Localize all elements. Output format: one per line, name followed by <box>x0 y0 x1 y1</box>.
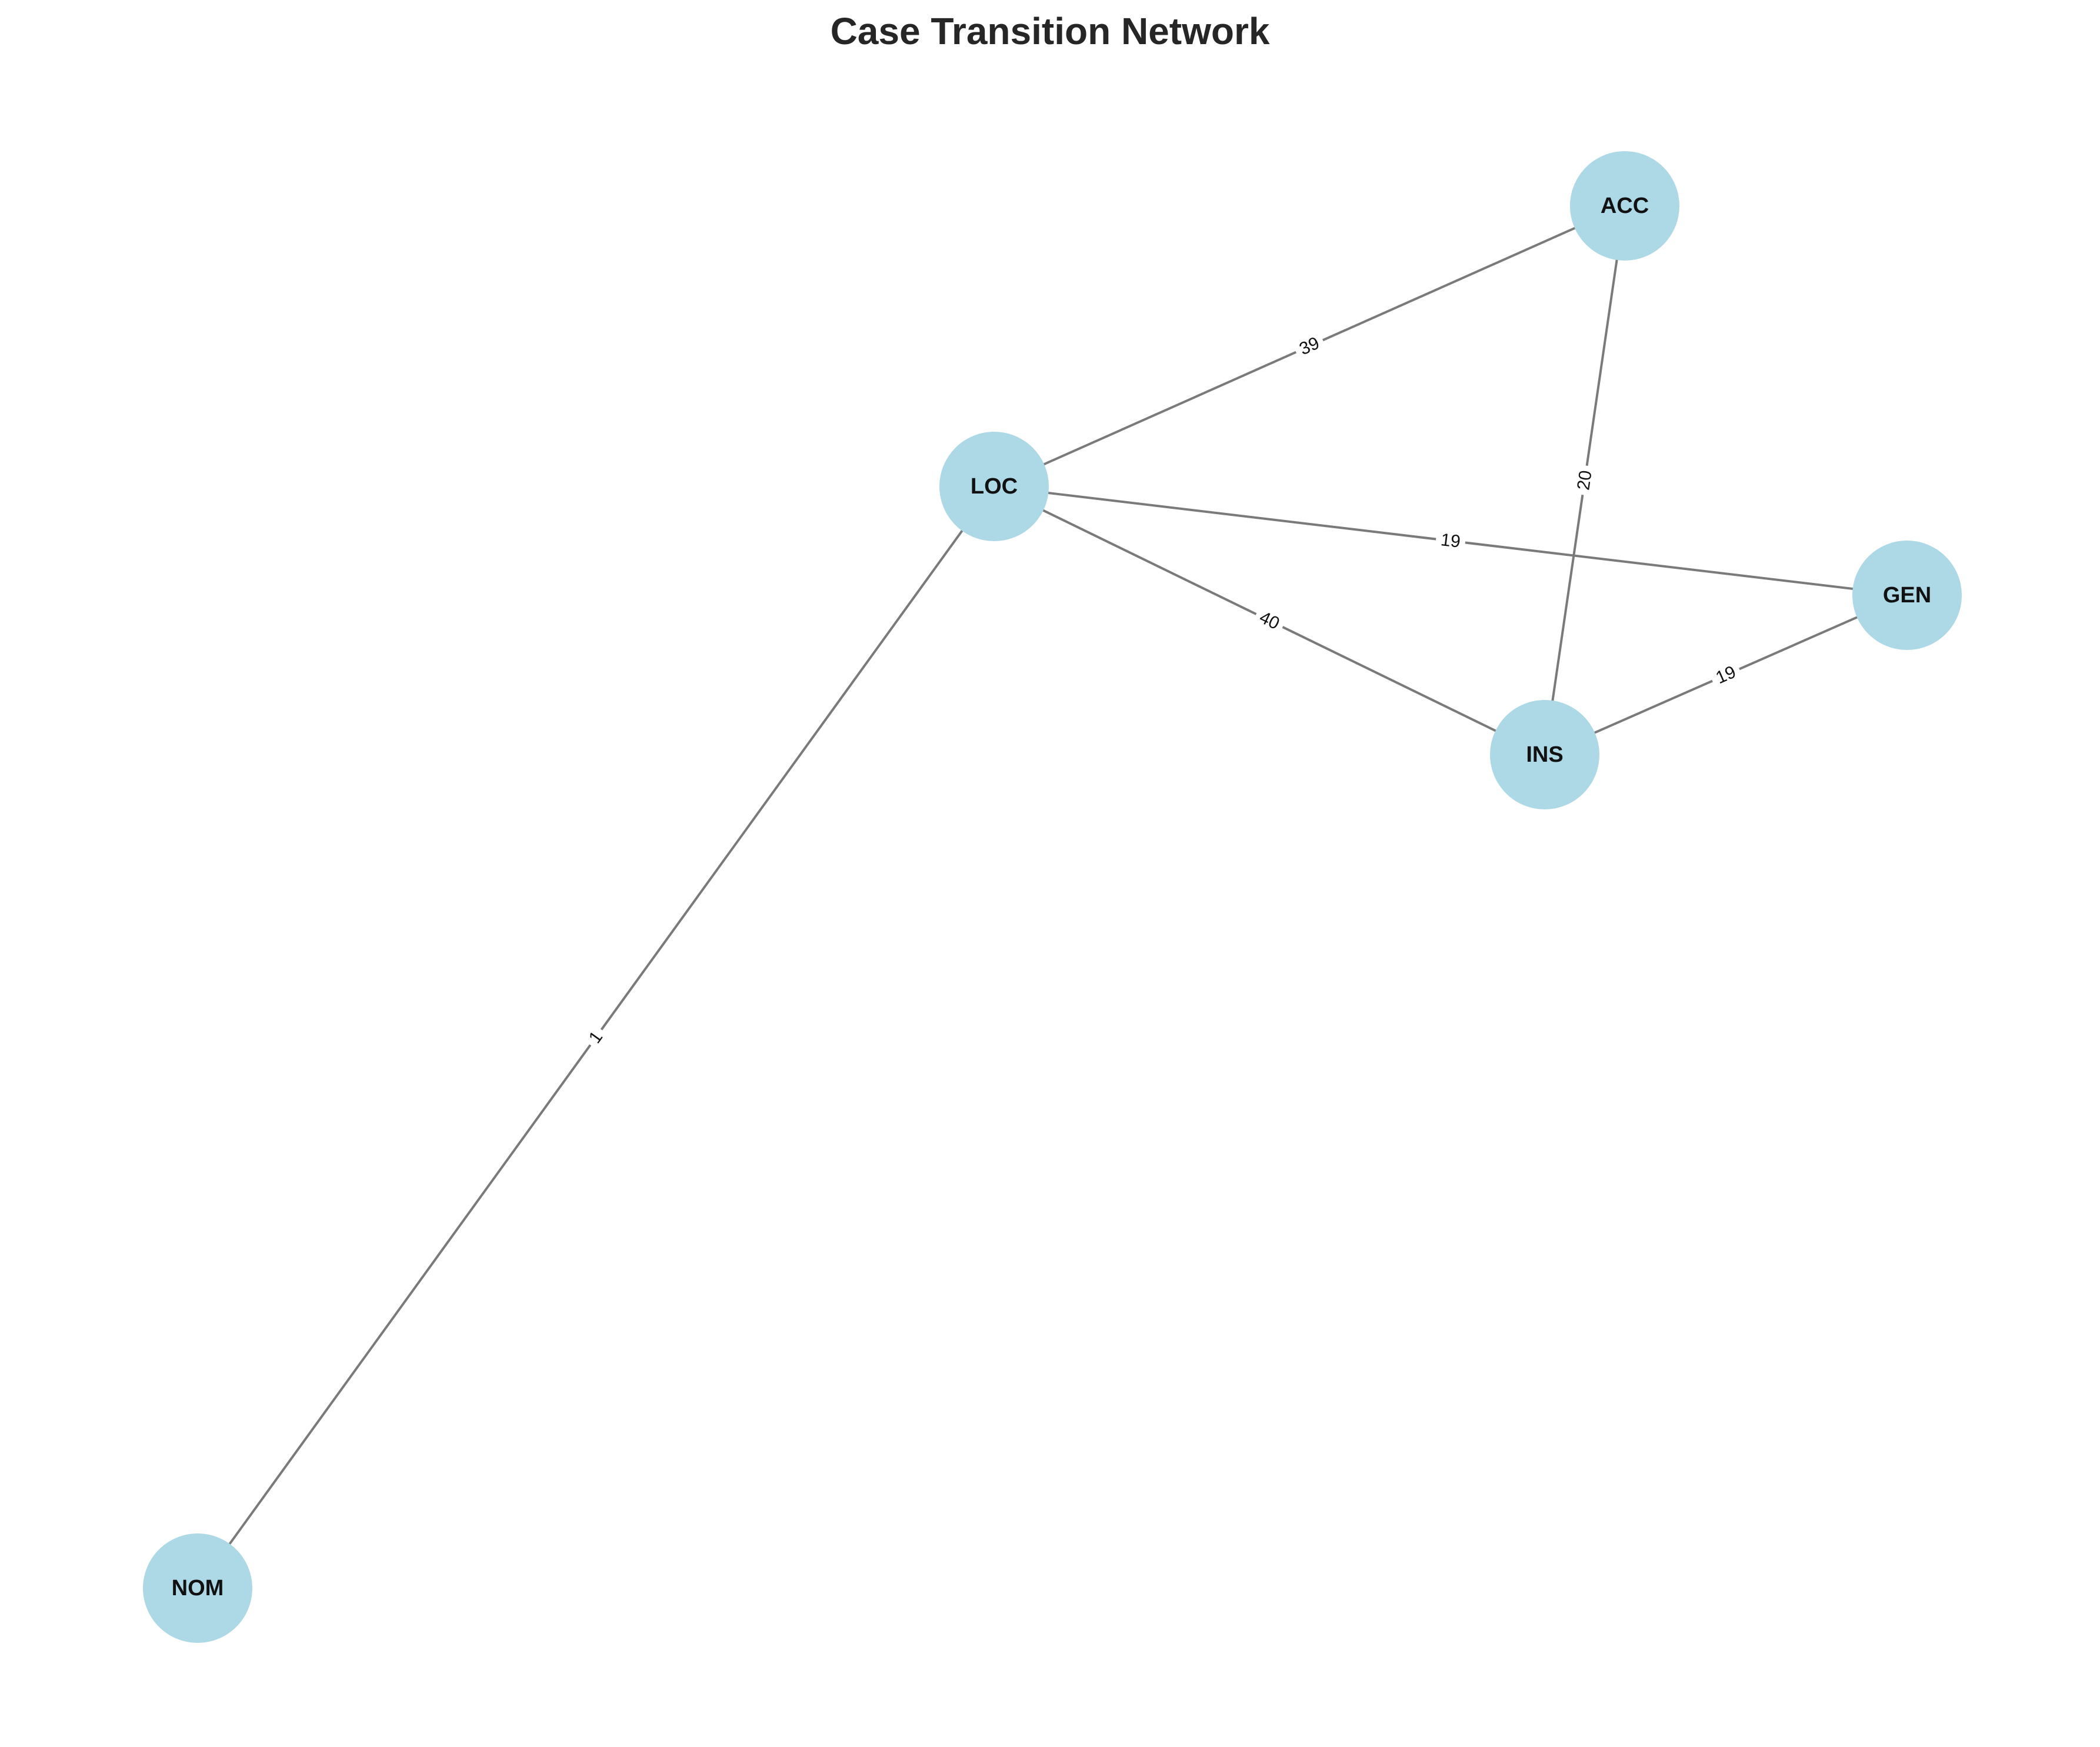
node-label-gen: GEN <box>1883 583 1931 608</box>
node-label-nom: NOM <box>172 1576 224 1601</box>
node-loc: LOC <box>939 432 1049 541</box>
node-ins: INS <box>1490 700 1599 809</box>
edge-label-background <box>1434 528 1467 554</box>
diagram-title: Case Transition Network <box>831 10 1270 52</box>
edge-label-group-loc-gen: 19 <box>1434 528 1467 554</box>
node-label-loc: LOC <box>971 474 1018 499</box>
edge-labels-layer: 39 20 19 40 19 1 <box>581 329 1744 1052</box>
edges-layer <box>196 205 1908 1589</box>
node-label-ins: INS <box>1526 742 1563 767</box>
edge-label-background <box>1251 604 1288 638</box>
edge-label-group-loc-ins: 40 <box>1251 604 1288 638</box>
node-circle-acc <box>1570 151 1679 261</box>
node-circle-loc <box>939 432 1049 541</box>
edge-label-background <box>1291 329 1328 363</box>
nodes-layer: ACC LOC GEN INS NOM <box>143 151 1962 1643</box>
edge-label-background <box>1571 464 1598 496</box>
node-label-acc: ACC <box>1601 194 1649 218</box>
edge-label-group-ins-gen: 19 <box>1708 659 1744 691</box>
node-nom: NOM <box>143 1533 252 1643</box>
edge-label-group-acc-ins: 20 <box>1571 464 1598 496</box>
node-circle-gen <box>1852 541 1962 650</box>
node-acc: ACC <box>1570 151 1679 261</box>
node-circle-nom <box>143 1533 252 1643</box>
edge-label-group-loc-acc: 39 <box>1291 329 1328 363</box>
edge-weight-label-loc-gen: 19 <box>1439 530 1461 552</box>
edge-label-group-loc-nom: 1 <box>581 1023 611 1052</box>
edge-label-background <box>1708 659 1744 691</box>
node-gen: GEN <box>1852 541 1962 650</box>
edge-label-background <box>581 1023 611 1052</box>
node-circle-ins <box>1490 700 1599 809</box>
edge-weight-label-acc-ins: 20 <box>1574 469 1595 492</box>
